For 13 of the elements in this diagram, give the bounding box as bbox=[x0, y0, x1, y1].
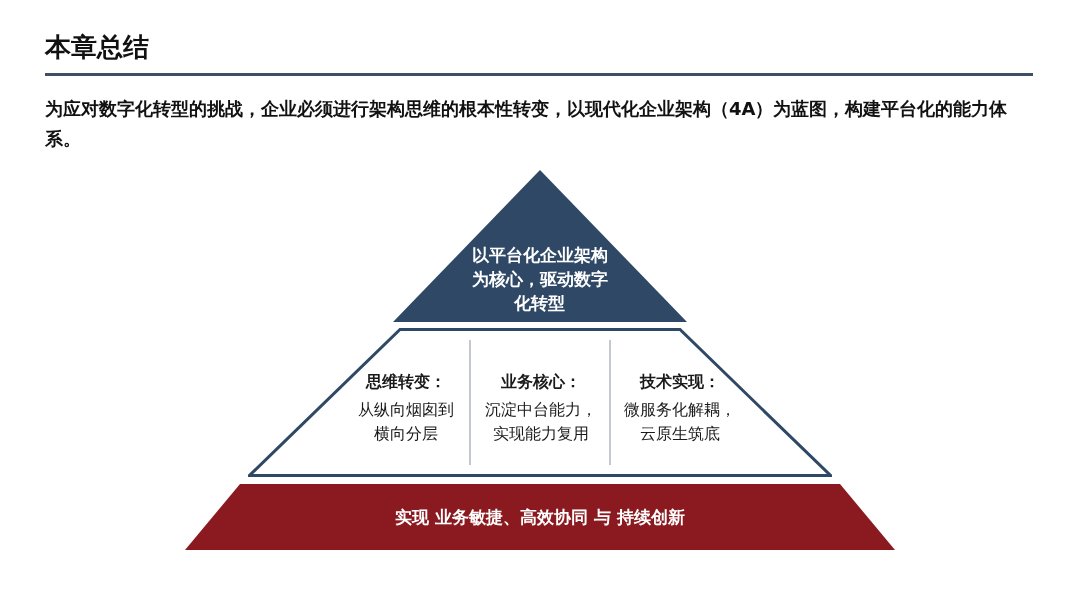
column-heading: 技术实现： bbox=[640, 371, 720, 393]
column-heading: 思维转变： bbox=[365, 371, 446, 393]
column-description: 从纵向烟囱到横向分层 bbox=[356, 399, 455, 445]
column-description: 微服务化解耦，云原生筑底 bbox=[623, 399, 737, 445]
column-description: 沉淀中台能力，实现能力复用 bbox=[484, 399, 598, 445]
pyramid-text: 以平台化企业架构为核心，驱动数字化转型 bbox=[471, 244, 609, 315]
pyramid-text: 实现 业务敏捷、高效协同 与 持续创新 bbox=[395, 506, 685, 529]
pyramid-top-triangle bbox=[393, 170, 687, 322]
slide-title: 本章总结 bbox=[45, 31, 149, 64]
pyramid-base-band bbox=[185, 484, 895, 550]
column-heading: 业务核心： bbox=[501, 371, 581, 393]
pyramid-middle-band bbox=[248, 328, 832, 477]
intro-paragraph: 为应对数字化转型的挑战，企业必须进行架构思维的根本性转变，以现代化企业架构（4A）为蓝图，构建平台化的能力体系。 bbox=[45, 97, 1009, 151]
